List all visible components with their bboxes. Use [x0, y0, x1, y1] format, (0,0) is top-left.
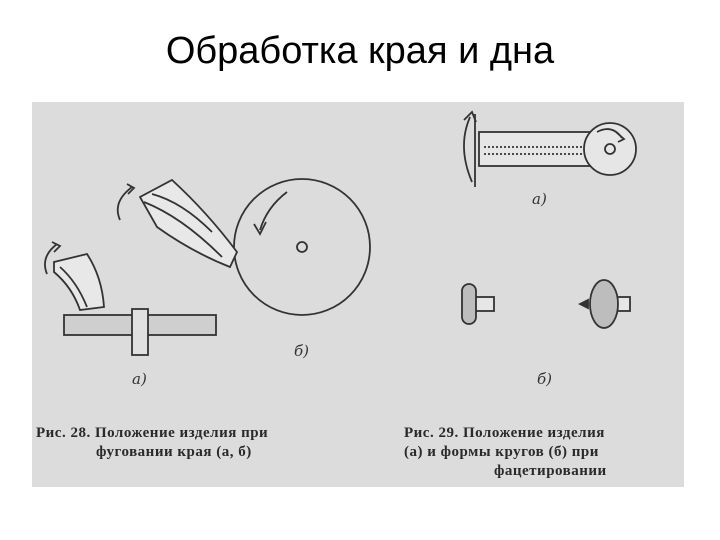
rotation-arrow-head	[253, 221, 267, 236]
flat-wheel-spindle	[131, 308, 149, 356]
wheel-profile-2	[589, 279, 619, 329]
fig28-caption: Рис. 28. Положение изделия при фуговании…	[36, 424, 268, 462]
fig29-label-b: б)	[537, 370, 553, 388]
spin-arrow-2	[44, 243, 58, 275]
fig29-caption: Рис. 29. Положение изделия (а) и формы к…	[404, 424, 607, 481]
figure-drawings	[44, 110, 637, 356]
rotation-arrow-arc	[259, 191, 288, 231]
spindle-rotation-arrow	[463, 116, 473, 183]
grinding-wheel	[233, 178, 371, 316]
fig28-label-b: б)	[294, 342, 310, 360]
fig28-caption-line2: фуговании края (а, б)	[96, 444, 252, 460]
fig28-label-a: а)	[132, 370, 147, 388]
fig29-label-a: а)	[532, 190, 547, 208]
wheel-profile-1	[461, 283, 477, 325]
scanned-figure: а) б) а) б) Рис. 28. Положение изделия п…	[32, 102, 684, 487]
fig29-caption-line3: фацетировании	[494, 463, 607, 479]
facet-wheel	[583, 122, 637, 176]
slide-title: Обработка края и дна	[165, 30, 555, 72]
glass-item-angled	[138, 178, 239, 269]
fig29-caption-line2: (а) и формы кругов (б) при	[404, 444, 599, 460]
spin-arrow-1	[116, 186, 133, 221]
fig28-caption-line1: Рис. 28. Положение изделия при	[36, 425, 269, 441]
facet-spindle	[478, 131, 600, 167]
wheel-center-hole	[296, 241, 308, 253]
glass-item-upright	[53, 252, 105, 311]
fig29-caption-line1: Рис. 29. Положение изделия	[404, 425, 605, 441]
